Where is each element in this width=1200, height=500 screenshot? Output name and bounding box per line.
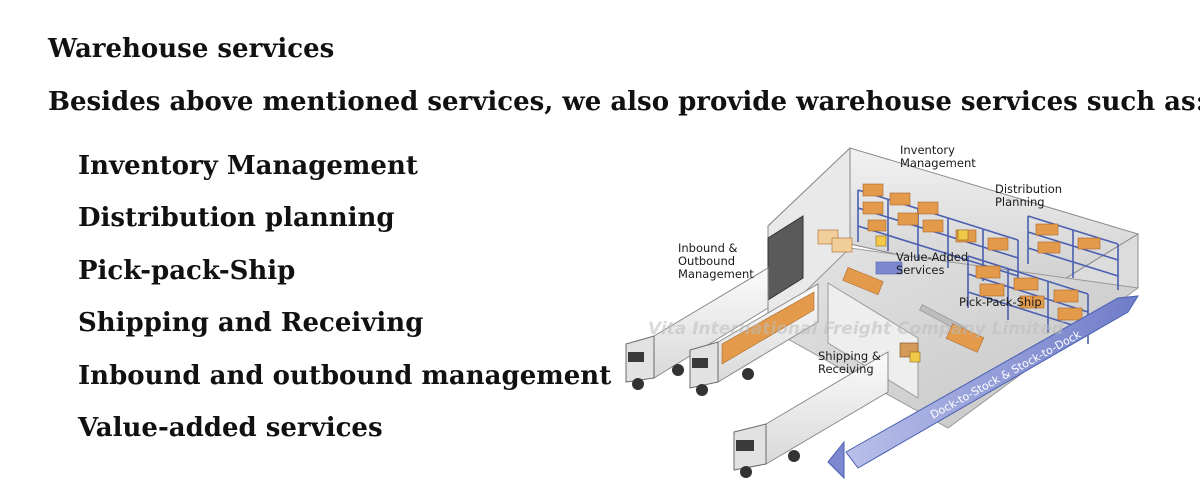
service-item-distribution: Distribution planning: [78, 203, 395, 234]
label-value-added: Value-Added Services: [896, 250, 972, 277]
warehouse-illustration: Dock-to-Stock & Stock-to-Dock Vita Inter…: [625, 143, 1140, 480]
label-pick-pack-ship: Pick-Pack-Ship: [959, 295, 1042, 309]
label-shipping: Shipping & Receiving: [818, 349, 884, 376]
page-title: Warehouse services: [48, 34, 335, 64]
service-item-inventory: Inventory Management: [78, 151, 418, 181]
truck-middle: [689, 283, 819, 396]
label-distribution: Distribution Planning: [995, 182, 1066, 209]
watermark: Vita International Freight Company Limit…: [648, 319, 1064, 339]
service-item-value-added: Value-added services: [78, 412, 383, 443]
label-inbound: Inbound & Outbound Management: [678, 241, 754, 281]
service-list: Inventory Management Distribution planni…: [78, 140, 611, 454]
service-item-pick-pack-ship: Pick-pack-Ship: [78, 255, 296, 286]
service-item-inbound-outbound: Inbound and outbound management: [78, 360, 612, 391]
page-subtitle: Besides above mentioned services, we als…: [48, 87, 1200, 117]
truck-front: [733, 351, 889, 478]
service-item-shipping-receiving: Shipping and Receiving: [78, 308, 424, 339]
storage-racks: [857, 183, 1119, 344]
label-inventory: Inventory Management: [900, 143, 976, 170]
truck-back: [625, 267, 769, 390]
floor-goods: [817, 229, 985, 363]
warehouse-building: [766, 146, 1140, 429]
